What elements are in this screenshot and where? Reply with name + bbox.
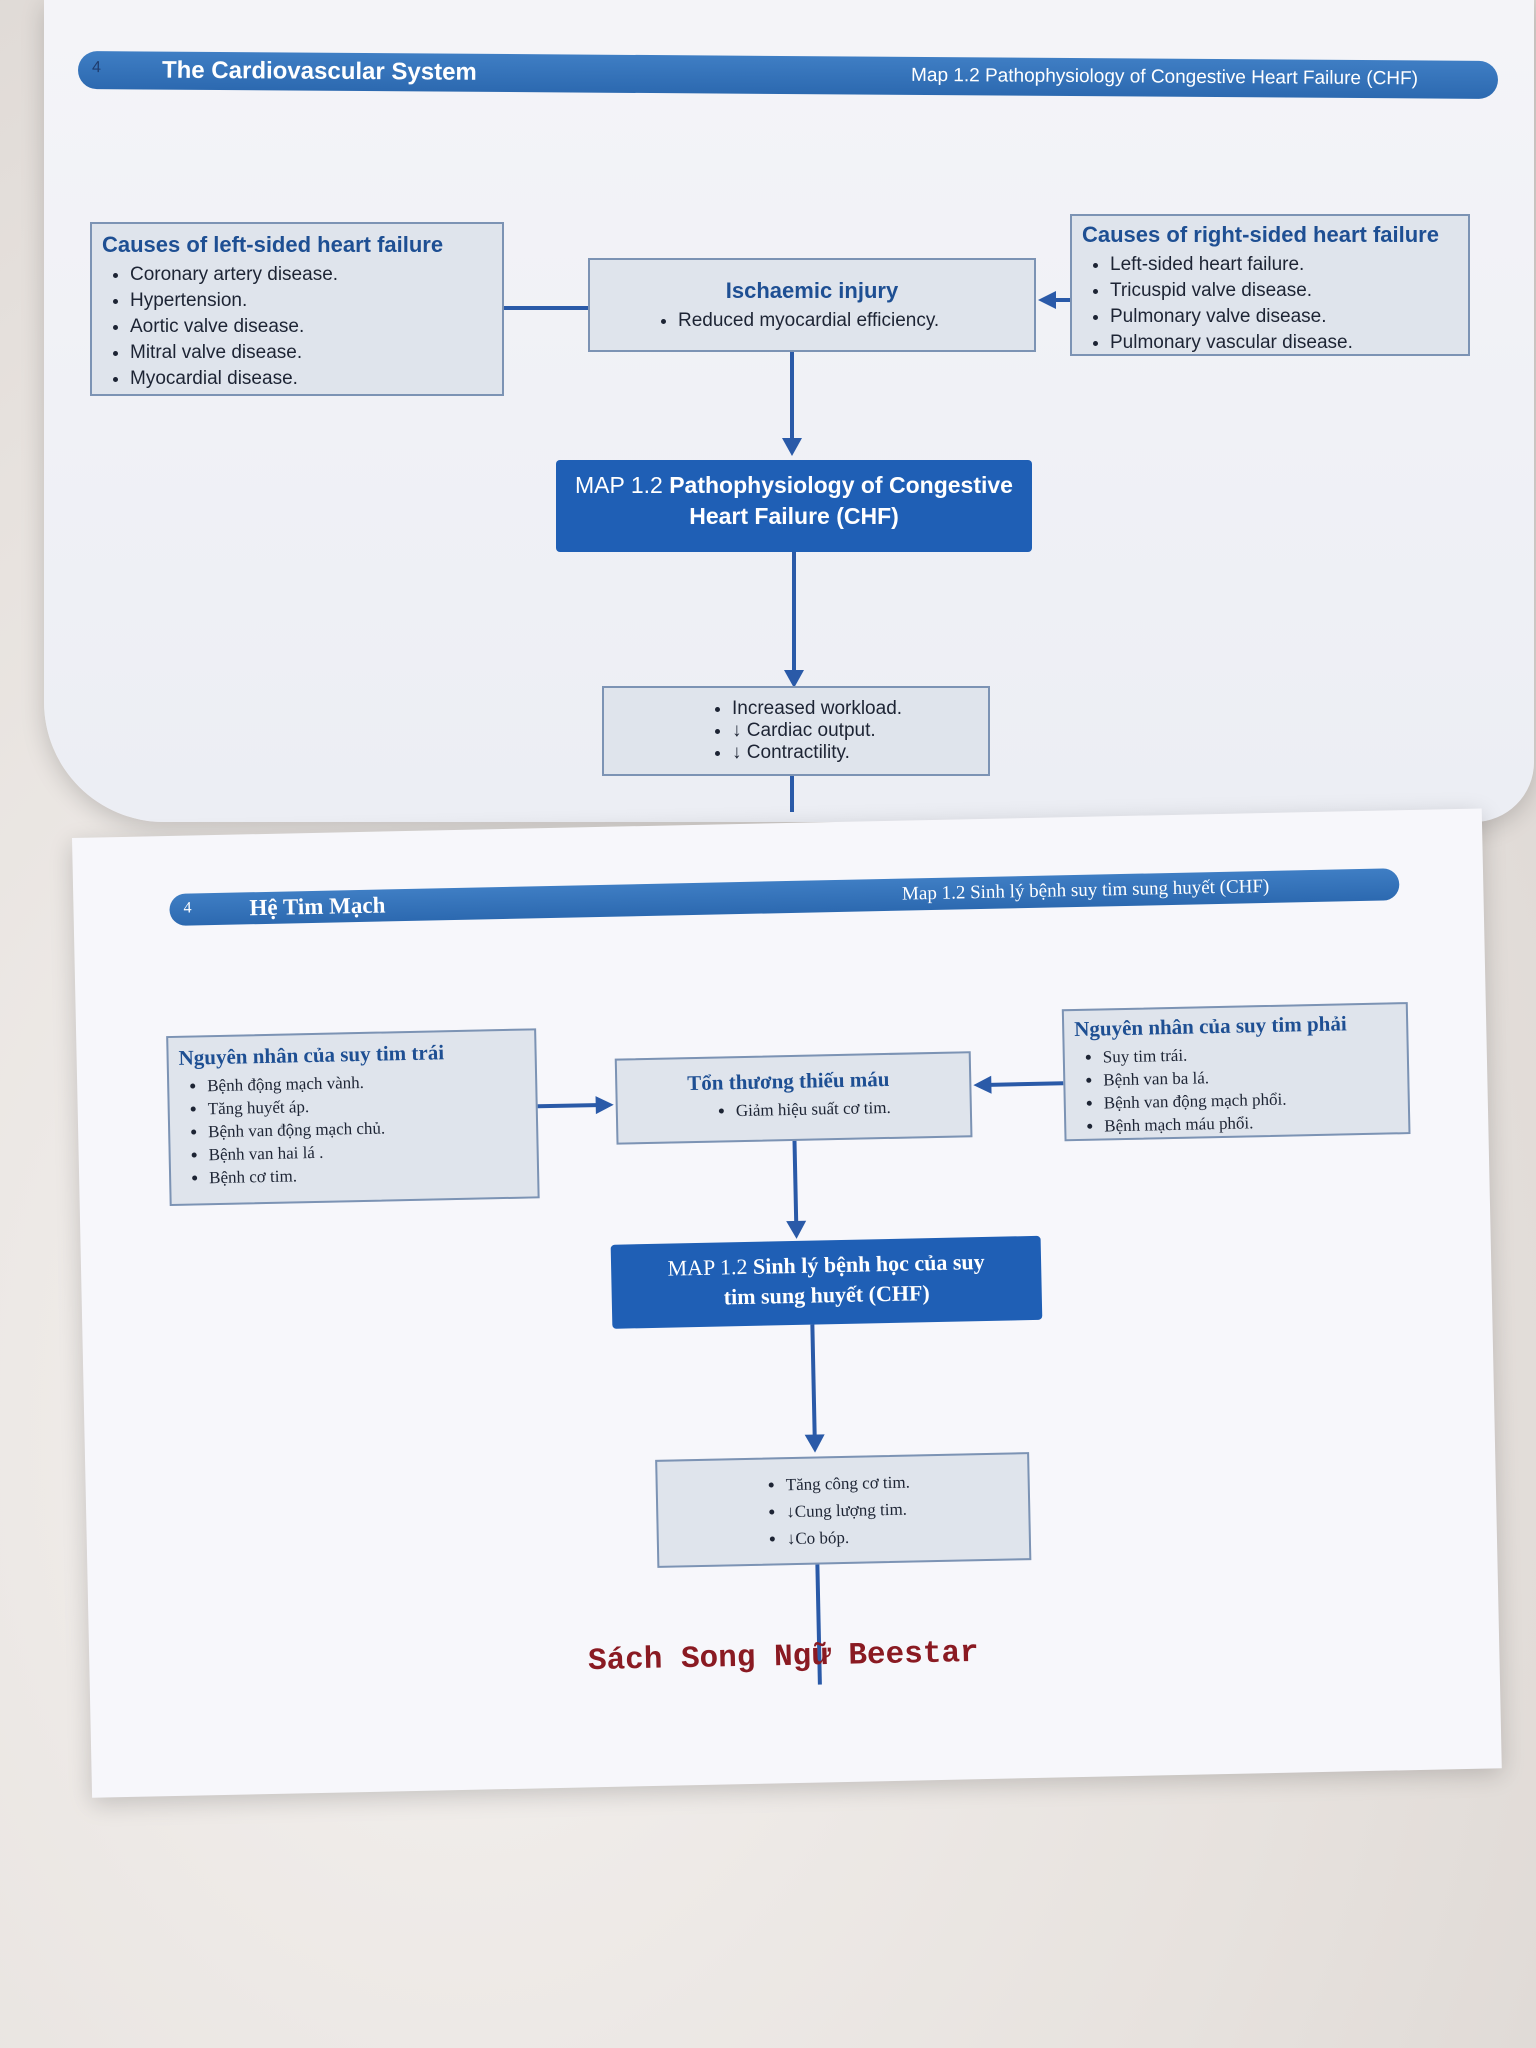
list-item: ↓ Contractility. [732, 742, 988, 764]
map-prefix: MAP 1.2 [667, 1253, 748, 1281]
connector-center-down [792, 1140, 799, 1223]
chapter-title: The Cardiovascular System [161, 56, 477, 86]
list-item: Aortic valve disease. [130, 314, 492, 340]
map-title: Map 1.2 Pathophysiology of Congestive He… [911, 64, 1419, 90]
effects-box: Tăng công cơ tim. ↓Cung lượng tim. ↓Co b… [655, 1452, 1032, 1568]
list-item: Mitral valve disease. [130, 340, 492, 366]
list-item: Increased workload. [732, 698, 988, 720]
arrow-left-icon [1038, 291, 1056, 309]
arrow-down-icon [782, 438, 802, 456]
list-item: Reduced myocardial efficiency. [678, 308, 1024, 334]
connector-left [504, 306, 614, 310]
right-causes-box: Nguyên nhân của suy tim phải Suy tim trá… [1061, 1002, 1411, 1142]
right-causes-list: Left-sided heart failure. Tricuspid valv… [1082, 252, 1458, 356]
arrow-down-icon [786, 1220, 807, 1240]
connector-main-down [792, 552, 796, 672]
ischaemic-injury-list: Giảm hiệu suất cơ tim. [708, 1094, 960, 1122]
connector-right [989, 1081, 1064, 1087]
left-causes-box: Nguyên nhân của suy tim trái Bệnh động m… [166, 1028, 540, 1207]
connector-main-down [810, 1324, 817, 1437]
map-prefix: MAP 1.2 [575, 472, 663, 498]
arrow-right-icon [595, 1095, 614, 1115]
right-causes-box: Causes of right-sided heart failure Left… [1070, 214, 1470, 356]
page-header-bar: 4 The Cardiovascular System Map 1.2 Path… [77, 51, 1499, 99]
right-causes-title: Causes of right-sided heart failure [1082, 222, 1439, 247]
page-number: 4 [91, 59, 101, 77]
effects-box: Increased workload. ↓ Cardiac output. ↓ … [602, 686, 990, 776]
left-causes-list: Bệnh động mạch vành. Tăng huyết áp. Bệnh… [179, 1068, 527, 1190]
ischaemic-injury-box: Tổn thương thiếu máu Giảm hiệu suất cơ t… [614, 1051, 973, 1145]
ischaemic-injury-title: Tổn thương thiếu máu [687, 1066, 890, 1096]
ischaemic-injury-title: Ischaemic injury [725, 278, 899, 303]
list-item: Giảm hiệu suất cơ tim. [736, 1094, 960, 1122]
left-causes-list: Coronary artery disease. Hypertension. A… [102, 262, 492, 392]
left-causes-title: Causes of left-sided heart failure [102, 232, 444, 257]
map-title-line2: Heart Failure (CHF) [689, 503, 899, 529]
list-item: Hypertension. [130, 288, 492, 314]
connector-left [537, 1102, 602, 1109]
list-item: Tricuspid valve disease. [1110, 278, 1458, 304]
map-title: Map 1.2 Sinh lý bệnh suy tim sung huyết … [901, 875, 1270, 905]
map-title-line1: Sinh lý bệnh học của suy [752, 1248, 985, 1279]
page-number: 4 [183, 899, 192, 917]
main-map-title-box: MAP 1.2 Sinh lý bệnh học của suy tim sun… [610, 1235, 1043, 1329]
chapter-title: Hệ Tim Mạch [249, 892, 386, 921]
list-item: Pulmonary vascular disease. [1110, 330, 1458, 356]
list-item: Bệnh mạch máu phổi. [1104, 1108, 1398, 1137]
list-item: Myocardial disease. [130, 366, 492, 392]
ischaemic-injury-list: Reduced myocardial efficiency. [650, 308, 1024, 334]
book-page-english: 4 The Cardiovascular System Map 1.2 Path… [44, 0, 1534, 822]
right-causes-title: Nguyên nhân của suy tim phải [1073, 1011, 1347, 1042]
map-title-line1: Pathophysiology of Congestive [669, 472, 1013, 498]
effects-list: Increased workload. ↓ Cardiac output. ↓ … [704, 698, 988, 764]
ischaemic-injury-box: Ischaemic injury Reduced myocardial effi… [588, 258, 1036, 352]
arrow-left-icon [973, 1075, 992, 1095]
list-item: ↓Co bóp. [787, 1520, 1030, 1552]
left-causes-title: Nguyên nhân của suy tim trái [178, 1040, 445, 1070]
list-item: ↓ Cardiac output. [732, 720, 988, 742]
effects-list: Tăng công cơ tim. ↓Cung lượng tim. ↓Co b… [757, 1466, 1029, 1553]
arrow-down-icon [804, 1434, 826, 1453]
right-causes-list: Suy tim trái. Bệnh van ba lá. Bệnh van đ… [1075, 1039, 1399, 1138]
page-header-bar: 4 Hệ Tim Mạch Map 1.2 Sinh lý bệnh suy t… [169, 868, 1400, 926]
arrow-down-icon [784, 670, 804, 688]
left-causes-box: Causes of left-sided heart failure Coron… [90, 222, 504, 396]
list-item: Left-sided heart failure. [1110, 252, 1458, 278]
main-map-title-box: MAP 1.2 Pathophysiology of Congestive He… [556, 460, 1032, 552]
connector-center-down [790, 352, 794, 440]
connector-continue [790, 776, 794, 812]
list-item: Pulmonary valve disease. [1110, 304, 1458, 330]
list-item: Coronary artery disease. [130, 262, 492, 288]
